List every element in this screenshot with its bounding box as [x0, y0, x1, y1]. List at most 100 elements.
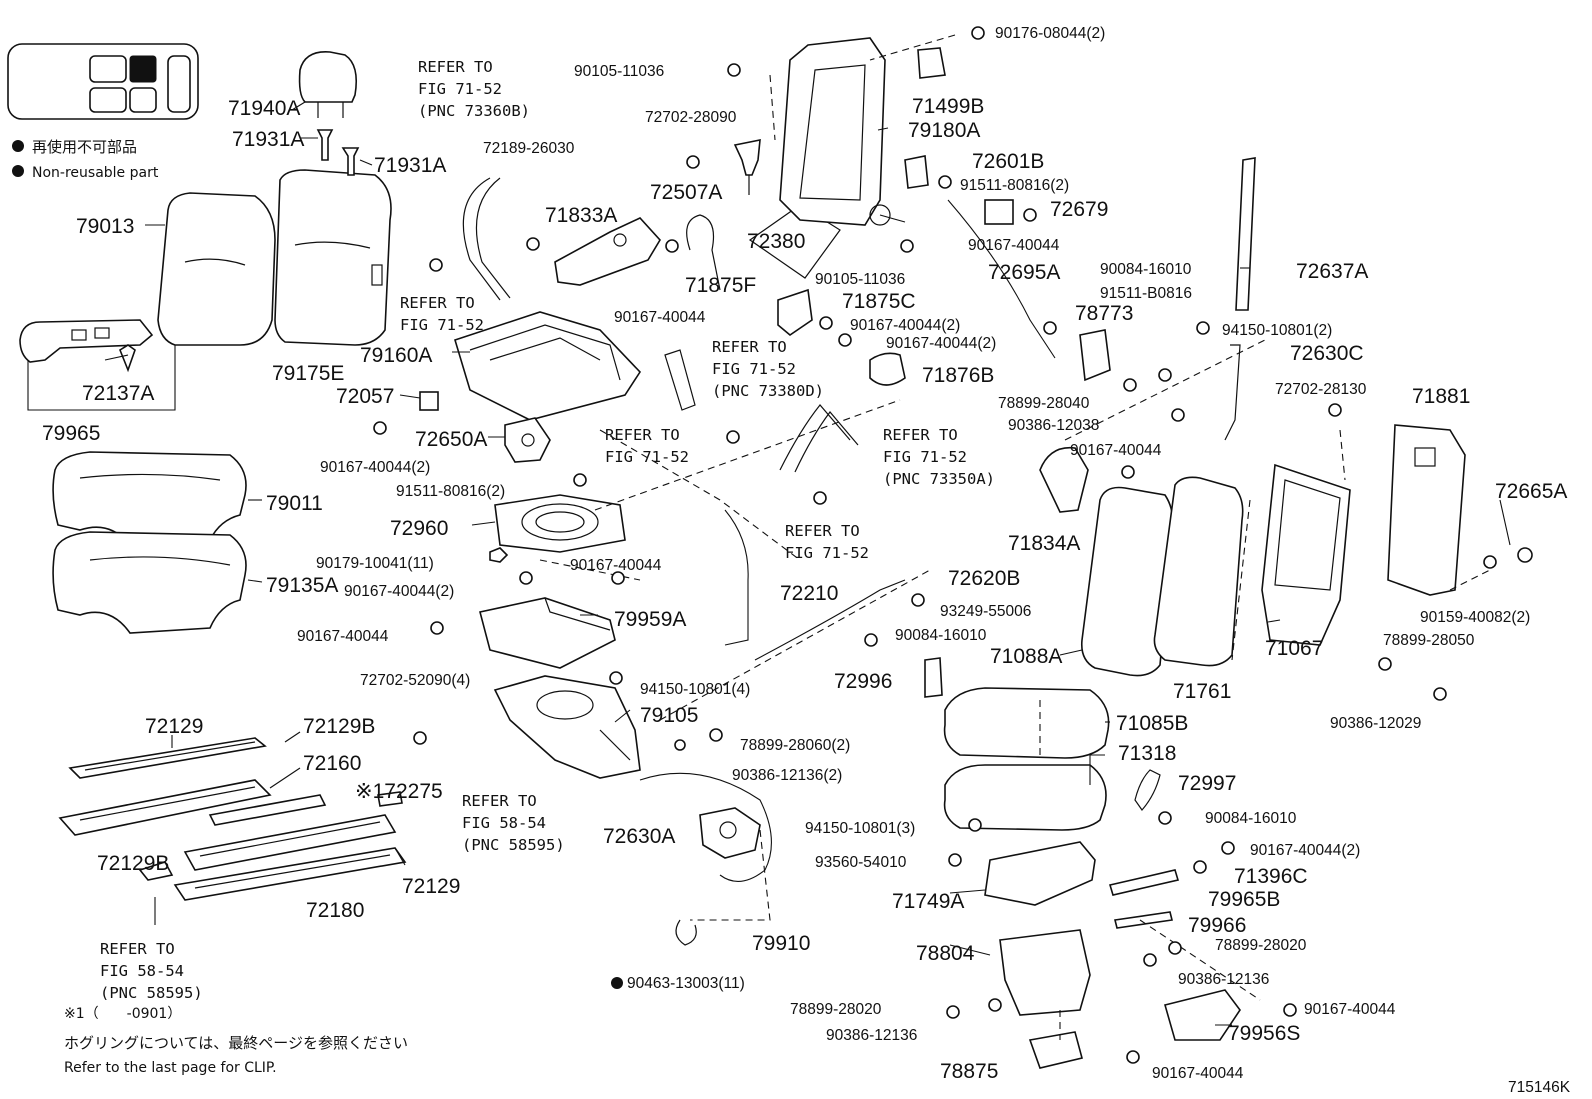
pn-90167-40044: 90167-40044 — [570, 557, 662, 574]
pn-90105-11036: 90105-11036 — [815, 271, 905, 288]
cable-72210 — [724, 509, 749, 646]
seat-frame-79160A — [454, 311, 642, 421]
pn-90386-12038: 90386-12038 — [1008, 417, 1099, 434]
svg-text:FIG 71-52: FIG 71-52 — [883, 448, 967, 466]
label-72665A: 72665A — [1495, 480, 1567, 503]
trim-72137A — [19, 319, 154, 373]
bracket-72996 — [924, 657, 943, 698]
pn-72702-52090: 72702-52090(4) — [360, 672, 470, 689]
legend-non-reusable-en: Non-reusable part — [32, 165, 159, 181]
non-reusable-bullet-icon — [12, 165, 24, 177]
label-79013: 79013 — [76, 215, 134, 238]
pn-90167-40044: 90167-40044 — [614, 309, 706, 326]
latch-72601B — [904, 155, 929, 189]
wire-72380 — [748, 204, 841, 279]
label-72620B: 72620B — [948, 567, 1020, 590]
pn-90167-40044: 90167-40044(2) — [344, 583, 454, 600]
leader-line — [1059, 649, 1083, 656]
label-71940A: 71940A — [228, 97, 300, 120]
label-78804: 78804 — [916, 942, 975, 965]
label-79966: 79966 — [1188, 914, 1246, 937]
label-71875F: 71875F — [685, 274, 756, 297]
label-72129: 72129 — [402, 875, 460, 898]
svg-text:REFER TO: REFER TO — [462, 792, 537, 810]
pn-91511-80816: 91511-80816(2) — [960, 177, 1069, 194]
refer-to-73360B: REFER TO FIG 71-52 (PNC 73360B) — [418, 58, 530, 120]
bracket-72057 — [419, 391, 439, 411]
panel-71881 — [1387, 424, 1466, 596]
assembly-line — [1231, 499, 1251, 661]
svg-text:REFER TO: REFER TO — [785, 522, 860, 540]
pn-90159-40082: 90159-40082(2) — [1420, 609, 1530, 626]
pn-91511-80816: 91511-80816(2) — [396, 483, 505, 500]
pn-78899-28040: 78899-28040 — [998, 395, 1090, 412]
assembly-line — [869, 34, 956, 61]
seat-rail-72160 — [58, 779, 272, 836]
pn-90084-16010: 90084-16010 — [1205, 810, 1297, 827]
bracket-71875C — [777, 288, 813, 337]
label-72637A: 72637A — [1296, 260, 1368, 283]
label-72160: 72160 — [303, 752, 361, 775]
label-71875C: 71875C — [842, 290, 916, 313]
leader-line — [359, 159, 373, 166]
label-71085B: 71085B — [1116, 712, 1188, 735]
svg-text:(PNC 73350A): (PNC 73350A) — [883, 470, 995, 488]
bracket-79965 — [27, 345, 176, 411]
leader-line — [471, 521, 496, 526]
assembly-line — [1339, 429, 1346, 481]
seatback-pad-79175E — [274, 169, 392, 346]
label-78773: 78773 — [1075, 302, 1133, 325]
cushion-71318 — [943, 764, 1107, 831]
leader-line — [614, 709, 631, 723]
figure-code: 715146K — [1508, 1079, 1571, 1096]
leader-line — [269, 767, 301, 789]
nut-icon — [489, 547, 509, 563]
refer-to-73380D: REFER TO FIG 71-52 (PNC 73380D) — [712, 338, 824, 400]
svg-text:REFER TO: REFER TO — [418, 58, 493, 76]
headrest-71940A — [298, 51, 358, 118]
label-72129B: 72129B — [303, 715, 375, 738]
cover-79959A — [479, 597, 616, 669]
label-79965B: 79965B — [1208, 888, 1280, 911]
label-72275: ※172275 — [355, 780, 443, 803]
svg-text:REFER TO: REFER TO — [883, 426, 958, 444]
svg-text:FIG 71-52: FIG 71-52 — [400, 316, 484, 334]
cover-71749A — [984, 841, 1096, 906]
cable-72695A — [947, 199, 1056, 359]
svg-text:(PNC 73380D): (PNC 73380D) — [712, 382, 824, 400]
bracket-71833A — [554, 217, 661, 286]
belt-73350A-edge — [794, 411, 859, 473]
clip-note-jp: ホグリングについては、最終ページを参照ください — [64, 1034, 408, 1052]
leader-line — [284, 731, 301, 743]
rod-72637A — [1235, 157, 1256, 311]
label-72695A: 72695A — [988, 261, 1060, 284]
svg-text:REFER TO: REFER TO — [400, 294, 475, 312]
latch-72630A — [699, 807, 761, 859]
cushion-71085B — [943, 687, 1110, 759]
pn-90176-08044: 90176-08044(2) — [995, 25, 1105, 42]
bracket-79965B — [1108, 869, 1180, 896]
leader-line — [949, 889, 986, 894]
pn-94150-10801: 94150-10801(2) — [1222, 322, 1332, 339]
seat-cushion-cover-79011 — [52, 451, 247, 546]
frame-71067 — [1261, 463, 1351, 646]
pn-90179-10041: 90179-10041(11) — [316, 555, 434, 572]
belt-73360B-edge — [475, 177, 511, 299]
label-71318: 71318 — [1118, 742, 1176, 765]
label-72507A: 72507A — [650, 181, 722, 204]
svg-text:FIG 71-52: FIG 71-52 — [605, 448, 689, 466]
footnote-symbol: ※1（ -0901） — [64, 1006, 181, 1022]
pn-90084-16010: 90084-16010 — [1100, 261, 1192, 278]
pn-72702-28090: 72702-28090 — [645, 109, 737, 126]
svg-text:FIG 58-54: FIG 58-54 — [462, 814, 546, 832]
pn-90167-40044: 90167-40044 — [1070, 442, 1162, 459]
pn-78899-28020: 78899-28020 — [790, 1001, 882, 1018]
svg-text:FIG 71-52: FIG 71-52 — [712, 360, 796, 378]
recliner-72650A — [504, 417, 551, 463]
cushion-71088A — [1080, 486, 1174, 677]
label-71067: 71067 — [1265, 637, 1323, 660]
svg-text:(PNC 58595): (PNC 58595) — [462, 836, 565, 854]
leader-line — [879, 214, 906, 223]
belt-73360B — [462, 177, 501, 301]
